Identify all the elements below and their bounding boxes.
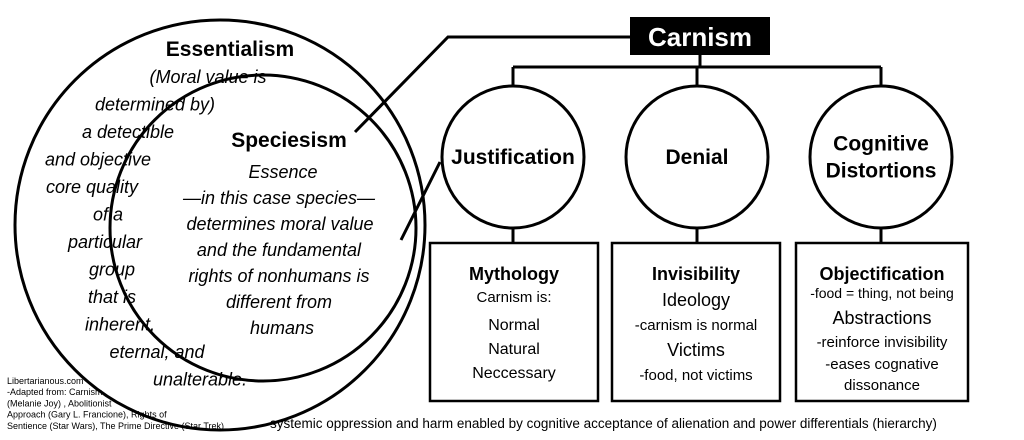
objectification-box bbox=[794, 241, 970, 403]
essentialism-circle bbox=[13, 18, 427, 432]
essentialism-line: determined by) bbox=[95, 95, 215, 115]
pillar-box-heading: Invisibility bbox=[652, 264, 740, 284]
pillar-box-heading: Mythology bbox=[469, 264, 559, 284]
invisibility-box bbox=[610, 241, 782, 403]
pillar-box-line: -reinforce invisibility bbox=[817, 334, 948, 351]
connector-lines bbox=[353, 35, 883, 243]
essentialism-line: group bbox=[89, 260, 135, 280]
pillar-box-line: -food = thing, not being bbox=[810, 285, 954, 301]
justification-circle bbox=[440, 84, 586, 230]
pillar-circle-label: Justification bbox=[451, 146, 575, 169]
essentialism-text-block: (Moral value is determined by) a detectibl… bbox=[45, 67, 267, 390]
pillar-box-line: -food, not victims bbox=[639, 367, 752, 384]
denial-circle bbox=[624, 84, 770, 230]
speciesism-line: humans bbox=[250, 318, 314, 338]
speciesism-line: determines moral value bbox=[186, 214, 373, 234]
pillar-box-heading: Objectification bbox=[819, 264, 944, 284]
credits-line: Approach (Gary L. Francione), Rights of bbox=[7, 410, 167, 420]
pillar-box-line: Abstractions bbox=[832, 308, 931, 328]
pillar-box-line: Carnism is: bbox=[476, 289, 551, 306]
credits-line: -Adapted from: Carnism bbox=[7, 387, 103, 397]
pillar-box-line: Normal bbox=[488, 317, 540, 334]
zoom-line-lower bbox=[399, 161, 442, 241]
essentialism-line: that is bbox=[88, 287, 136, 307]
speciesism-circle bbox=[108, 73, 418, 383]
pillar-box-line: Neccessary bbox=[472, 365, 556, 382]
credits-line: Libertarianous.com bbox=[7, 376, 84, 386]
speciesism-line: rights of nonhumans is bbox=[188, 266, 369, 286]
credits-line: (Melanie Joy) , Abolitionist bbox=[7, 398, 112, 408]
pillar-circle-label: Denial bbox=[665, 146, 728, 169]
mythology-box bbox=[428, 241, 600, 403]
pillar-box-line: -carnism is normal bbox=[635, 317, 758, 334]
speciesism-line: and the fundamental bbox=[197, 240, 362, 260]
credits-block: Libertarianous.com-Adapted from: Carnism… bbox=[7, 376, 224, 431]
title-to-big-circle-line bbox=[353, 35, 630, 134]
pillar-box-line: Victims bbox=[667, 340, 725, 360]
pillar-box-line: Ideology bbox=[662, 290, 730, 310]
speciesism-heading: Speciesism bbox=[231, 129, 347, 152]
essentialism-line: (Moral value is bbox=[149, 67, 266, 87]
credits-line: Sentience (Star Wars), The Prime Directi… bbox=[7, 421, 224, 431]
title-text: Carnism bbox=[648, 22, 752, 52]
essentialism-line: eternal, and bbox=[109, 342, 205, 362]
pillar-box-line: -eases cognative bbox=[825, 356, 938, 373]
pillar-circle-label: Cognitive bbox=[833, 133, 929, 156]
speciesism-line: different from bbox=[226, 292, 332, 312]
essentialism-line: core quality bbox=[46, 177, 139, 197]
pillar-box-line: dissonance bbox=[844, 377, 920, 394]
speciesism-text-block: Essence —in this case species— determines … bbox=[182, 162, 376, 338]
pillar-box-line: Natural bbox=[488, 341, 540, 358]
essentialism-line: inherent, bbox=[85, 315, 155, 335]
essentialism-line: particular bbox=[67, 232, 143, 252]
essentialism-line: and objective bbox=[45, 150, 151, 170]
essentialism-heading: Essentialism bbox=[166, 38, 294, 61]
footer-text: systemic oppression and harm enabled by … bbox=[270, 416, 937, 431]
speciesism-line: Essence bbox=[248, 162, 317, 182]
essentialism-line: a detectible bbox=[82, 122, 174, 142]
title-box bbox=[630, 17, 770, 55]
speciesism-line: —in this case species— bbox=[182, 188, 376, 208]
essentialism-line: of a bbox=[93, 205, 123, 225]
essentialism-line: unalterable. bbox=[153, 370, 247, 390]
cognitive-distortions-circle bbox=[808, 84, 954, 230]
pillar-circle-label: Distortions bbox=[826, 160, 937, 183]
